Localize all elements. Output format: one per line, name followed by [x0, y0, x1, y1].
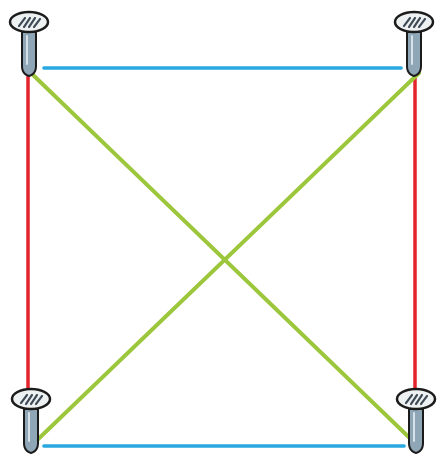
- nails-layer: [10, 12, 435, 453]
- bottom-left-nail-icon: [12, 389, 50, 453]
- edges-layer: [28, 68, 419, 446]
- bottom-right-nail-icon: [397, 389, 435, 453]
- top-left-nail-icon: [10, 12, 48, 76]
